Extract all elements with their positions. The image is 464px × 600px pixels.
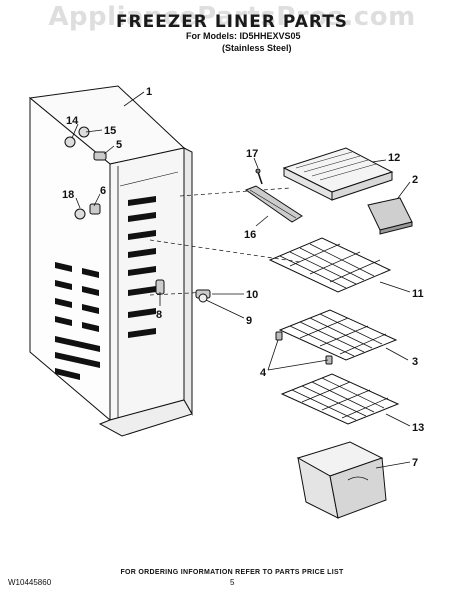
callout-numbers: 1 14 15 5 18 6 8 17 12 2 16 11 10 9 3 4 … <box>62 86 424 469</box>
document-number: W10445860 <box>8 578 52 587</box>
freezer-liner-cabinet <box>28 85 301 437</box>
leader-lines <box>71 91 411 469</box>
part-2-cover-panel <box>367 197 413 235</box>
part-3-wire-shelf <box>278 309 398 361</box>
callout-2: 2 <box>412 174 418 186</box>
ordering-note: FOR ORDERING INFORMATION REFER TO PARTS … <box>120 569 344 576</box>
callout-10: 10 <box>246 289 258 301</box>
callout-6: 6 <box>100 185 106 197</box>
left-wall-shelf-slots <box>55 262 100 380</box>
part-12-tray <box>282 147 394 201</box>
callout-18: 18 <box>62 189 74 201</box>
callout-7: 7 <box>412 457 418 469</box>
models-line: For Models: ID5HHEXVS05 <box>186 31 301 41</box>
part-17-screw <box>255 168 263 185</box>
callout-16: 16 <box>244 229 256 241</box>
part-11-wire-shelf <box>268 237 392 293</box>
callout-12: 12 <box>388 152 400 164</box>
part-13-wire-shelf <box>280 373 400 425</box>
callout-17: 17 <box>246 148 258 160</box>
back-wall-shelf-slots <box>128 196 156 338</box>
callout-4: 4 <box>260 367 267 379</box>
callout-15: 15 <box>104 125 116 137</box>
callout-1: 1 <box>146 86 152 98</box>
callout-14: 14 <box>66 115 79 127</box>
callout-11: 11 <box>412 288 424 300</box>
part-16-slide-rail <box>244 185 303 223</box>
callout-8: 8 <box>156 309 162 321</box>
callout-9: 9 <box>246 315 252 327</box>
page-number: 5 <box>230 578 235 587</box>
callout-5: 5 <box>116 139 122 151</box>
callout-3: 3 <box>412 356 418 368</box>
page-title: FREEZER LINER PARTS <box>115 12 349 32</box>
part-4-shelf-clips <box>275 331 333 365</box>
variant-line: (Stainless Steel) <box>222 43 292 53</box>
callout-13: 13 <box>412 422 424 434</box>
part-7-basket <box>296 441 387 519</box>
part-9-bulb <box>198 293 208 303</box>
liner-hardware <box>64 126 165 295</box>
watermark-text: AppliancePartsPros.com <box>48 2 416 32</box>
